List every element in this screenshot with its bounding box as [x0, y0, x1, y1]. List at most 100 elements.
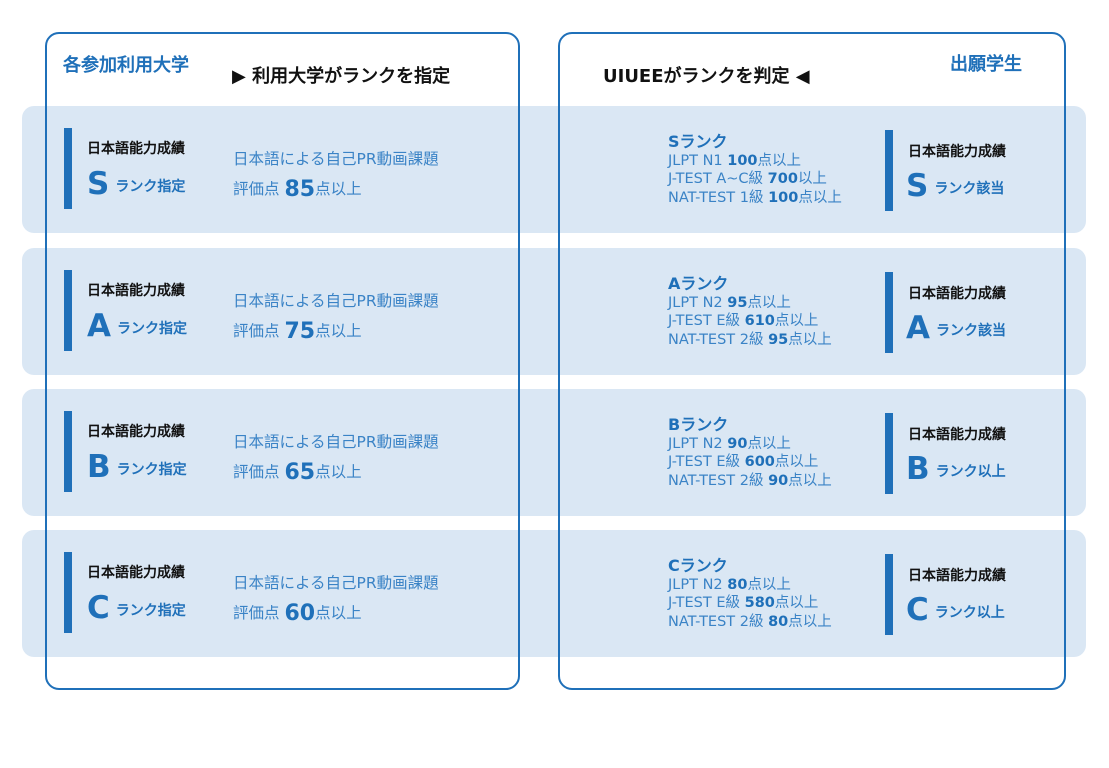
requirement-line: JLPT N2 90点以上: [668, 435, 832, 454]
score-value: 65: [284, 460, 316, 485]
accent-bar: [885, 554, 893, 635]
matched-rank: C ランク以上: [906, 592, 1005, 628]
rank-suffix: ランク指定: [115, 179, 186, 195]
score-prefix: 評価点: [233, 322, 280, 340]
accent-bar: [885, 413, 893, 494]
test-name: J-TEST E級: [668, 313, 745, 329]
test-name: J-TEST E級: [668, 454, 745, 470]
score-value: 85: [284, 177, 316, 202]
applicant-title: 出願学生: [950, 54, 1022, 75]
requirement-line: NAT-TEST 2級 80点以上: [668, 613, 832, 632]
rank-letter: C: [87, 590, 110, 626]
rank-suffix: ランク該当: [934, 181, 1005, 197]
requirement-title: Aランク: [668, 274, 729, 293]
score-prefix: 評価点: [233, 604, 280, 622]
accent-bar: [64, 270, 72, 351]
task-description: 日本語による自己PR動画課題評価点 85点以上: [233, 144, 439, 205]
requirement-line: J-TEST E級 580点以上: [668, 594, 832, 613]
requirement-line: JLPT N1 100点以上: [668, 152, 842, 171]
category-label: 日本語能力成績: [87, 424, 185, 440]
test-score: 95: [768, 331, 789, 348]
rank-band: [22, 106, 1086, 233]
test-score: 90: [727, 435, 748, 452]
score-prefix: 評価点: [233, 180, 280, 198]
test-suffix: 点以上: [747, 435, 791, 452]
test-name: JLPT N2: [668, 576, 728, 593]
rank-band: [22, 530, 1086, 657]
test-score: 610: [744, 313, 775, 329]
category-label: 日本語能力成績: [87, 141, 185, 157]
rank-band: [22, 389, 1086, 516]
accent-bar: [64, 552, 72, 633]
test-score: 80: [768, 613, 789, 630]
rank-letter: A: [87, 308, 111, 344]
requirement-title: Bランク: [668, 415, 729, 434]
requirement-line: JLPT N2 80点以上: [668, 576, 832, 595]
test-suffix: 点以上: [788, 472, 832, 489]
test-score: 95: [727, 294, 748, 311]
score-suffix: 点以上: [315, 463, 362, 481]
rank-suffix: ランク以上: [934, 605, 1005, 621]
applicant-heading: UIUEEがランクを判定 ◀: [603, 66, 810, 87]
category-label: 日本語能力成績: [87, 283, 185, 299]
rank-suffix: ランク指定: [115, 603, 186, 619]
accent-bar: [64, 128, 72, 209]
task-name: 日本語による自己PR動画課題: [233, 292, 439, 310]
university-heading: ▶ 利用大学がランクを指定: [232, 66, 451, 87]
requirement-line: J-TEST E級 610点以上: [668, 312, 832, 331]
accent-bar: [64, 411, 72, 492]
rank-letter: B: [87, 449, 111, 485]
category-label: 日本語能力成績: [908, 144, 1006, 160]
test-suffix: 点以上: [747, 576, 791, 593]
test-suffix: 以上: [797, 171, 827, 187]
test-name: JLPT N1: [668, 152, 728, 169]
score-line: 評価点 60点以上: [233, 598, 439, 629]
test-score: 100: [727, 152, 758, 169]
score-value: 75: [284, 319, 316, 344]
test-suffix: 点以上: [774, 454, 819, 470]
test-name: JLPT N2: [668, 435, 728, 452]
test-score: 580: [744, 595, 775, 611]
test-suffix: 点以上: [747, 294, 791, 311]
rank-letter: C: [906, 592, 929, 628]
score-line: 評価点 85点以上: [233, 174, 439, 205]
requirement-line: J-TEST A~C級 700以上: [668, 170, 842, 189]
category-label: 日本語能力成績: [87, 565, 185, 581]
test-suffix: 点以上: [798, 189, 842, 206]
rank-suffix: ランク指定: [117, 321, 187, 337]
test-suffix: 点以上: [757, 152, 802, 169]
test-score: 600: [744, 454, 775, 470]
task-description: 日本語による自己PR動画課題評価点 60点以上: [233, 568, 439, 629]
score-prefix: 評価点: [233, 463, 280, 481]
task-name: 日本語による自己PR動画課題: [233, 574, 439, 592]
task-description: 日本語による自己PR動画課題評価点 75点以上: [233, 286, 439, 347]
rank-suffix: ランク指定: [116, 462, 187, 478]
task-description: 日本語による自己PR動画課題評価点 65点以上: [233, 427, 439, 488]
score-suffix: 点以上: [315, 180, 362, 198]
requirement-title: Sランク: [668, 132, 728, 151]
test-score: 80: [727, 576, 748, 593]
test-score: 90: [768, 472, 789, 489]
category-label: 日本語能力成績: [908, 286, 1006, 302]
accent-bar: [885, 130, 893, 211]
test-name: J-TEST A~C級: [668, 171, 768, 187]
score-suffix: 点以上: [315, 322, 362, 340]
designated-rank: C ランク指定: [87, 590, 186, 626]
rank-letter: A: [906, 310, 930, 346]
matched-rank: S ランク該当: [906, 168, 1004, 204]
requirement-line: NAT-TEST 2級 95点以上: [668, 331, 832, 350]
test-name: NAT-TEST 2級: [668, 472, 769, 489]
requirement-line: JLPT N2 95点以上: [668, 294, 832, 313]
university-panel: [45, 32, 520, 690]
test-name: NAT-TEST 2級: [668, 613, 769, 630]
university-title: 各参加利用大学: [63, 55, 189, 76]
requirement-title: Cランク: [668, 556, 728, 575]
applicant-panel: [558, 32, 1066, 690]
rank-letter: S: [906, 168, 929, 204]
category-label: 日本語能力成績: [908, 568, 1006, 584]
